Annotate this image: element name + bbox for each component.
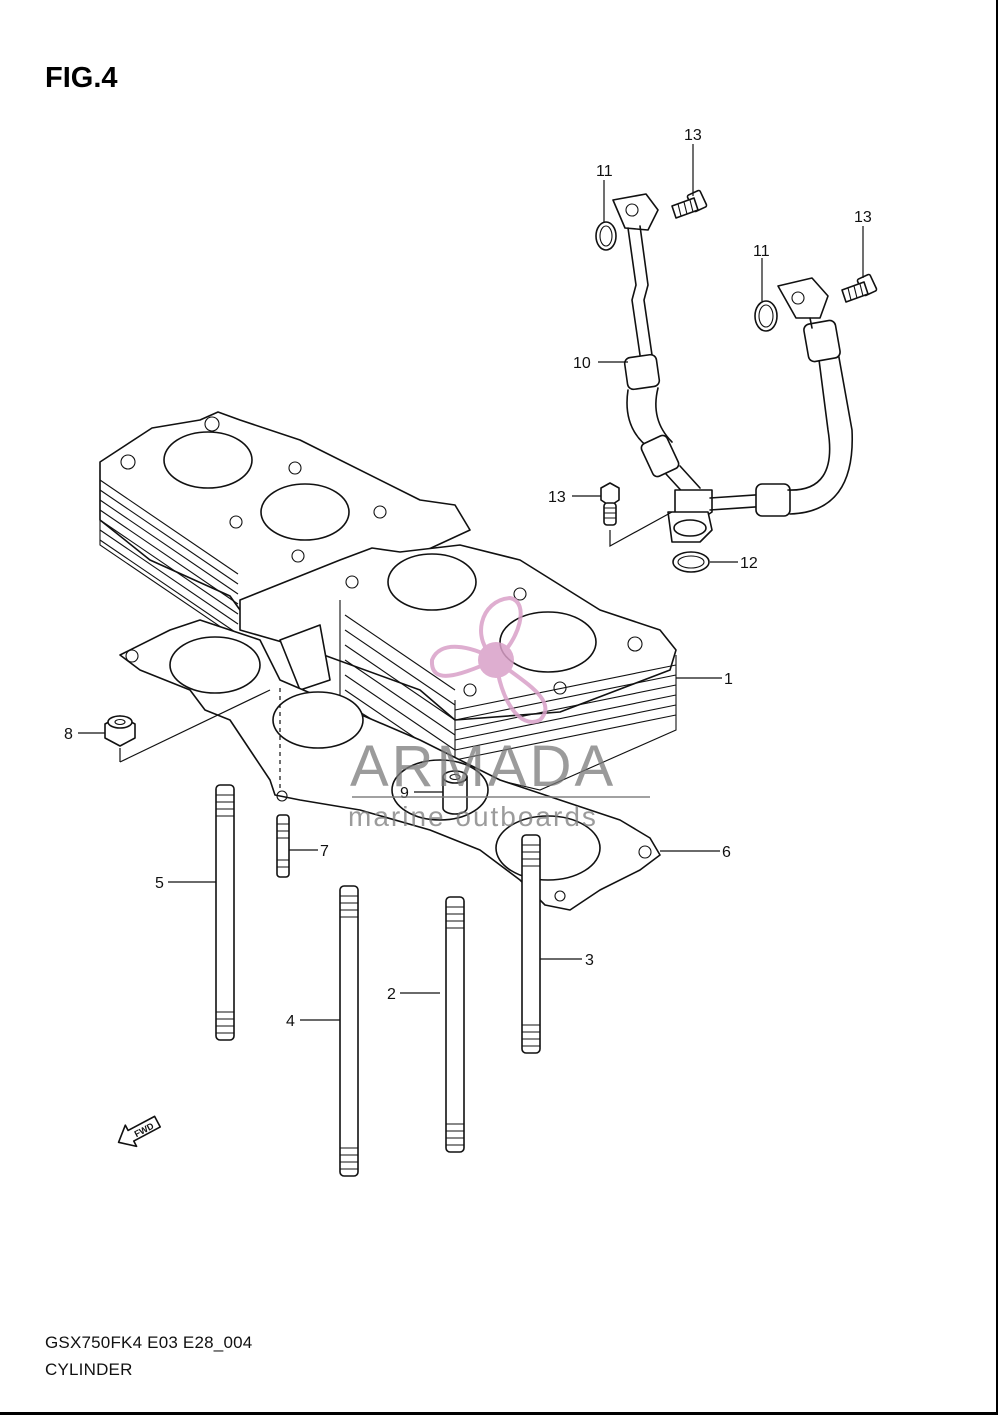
- callout-4: 4: [286, 1013, 295, 1030]
- bolt-13-upper-right[interactable]: [841, 273, 878, 303]
- cylinder-block[interactable]: [99, 411, 677, 791]
- propeller-logo-icon: [429, 595, 548, 724]
- callout-13-upper-left: 13: [684, 127, 702, 144]
- section-name: CYLINDER: [45, 1360, 133, 1379]
- callout-11-right: 11: [753, 243, 770, 260]
- stud-bolt-5[interactable]: [215, 784, 235, 1041]
- o-ring-11-right[interactable]: [754, 300, 778, 332]
- fwd-arrow-icon: FWD: [117, 1115, 162, 1148]
- model-code: GSX750FK4 E03 E28_004: [45, 1333, 253, 1352]
- callout-2: 2: [387, 986, 396, 1003]
- callout-10: 10: [573, 355, 591, 372]
- stud-bolt-4[interactable]: [339, 885, 359, 1177]
- o-ring-12[interactable]: [672, 551, 710, 573]
- callout-7: 7: [320, 843, 329, 860]
- nut-8[interactable]: [104, 689, 271, 763]
- watermark-tagline: marine outboards: [348, 801, 598, 832]
- callout-6: 6: [722, 844, 731, 861]
- callout-12: 12: [740, 555, 758, 572]
- callout-11-left: 11: [596, 163, 613, 180]
- callout-8: 8: [64, 726, 73, 743]
- callout-1: 1: [724, 671, 733, 688]
- callout-13-union: 13: [548, 489, 566, 506]
- watermark-brand: ARMADA: [350, 734, 616, 799]
- armada-watermark: ARMADA marine outboards: [348, 595, 650, 832]
- stud-bolt-2[interactable]: [445, 896, 465, 1153]
- stud-bolt-3[interactable]: [521, 834, 541, 1054]
- o-ring-11-left[interactable]: [595, 221, 617, 251]
- callout-5: 5: [155, 875, 164, 892]
- bolt-13-upper-left[interactable]: [671, 189, 708, 219]
- stud-bolt-7[interactable]: [276, 814, 290, 878]
- callout-13-upper-right: 13: [854, 209, 872, 226]
- figure-title: FIG.4: [45, 62, 118, 94]
- bolt-13-union[interactable]: [600, 482, 673, 548]
- callout-3: 3: [585, 952, 594, 969]
- dowel-pin-9[interactable]: [442, 770, 468, 815]
- oil-hose-10[interactable]: [612, 193, 853, 543]
- callout-9: 9: [400, 785, 409, 802]
